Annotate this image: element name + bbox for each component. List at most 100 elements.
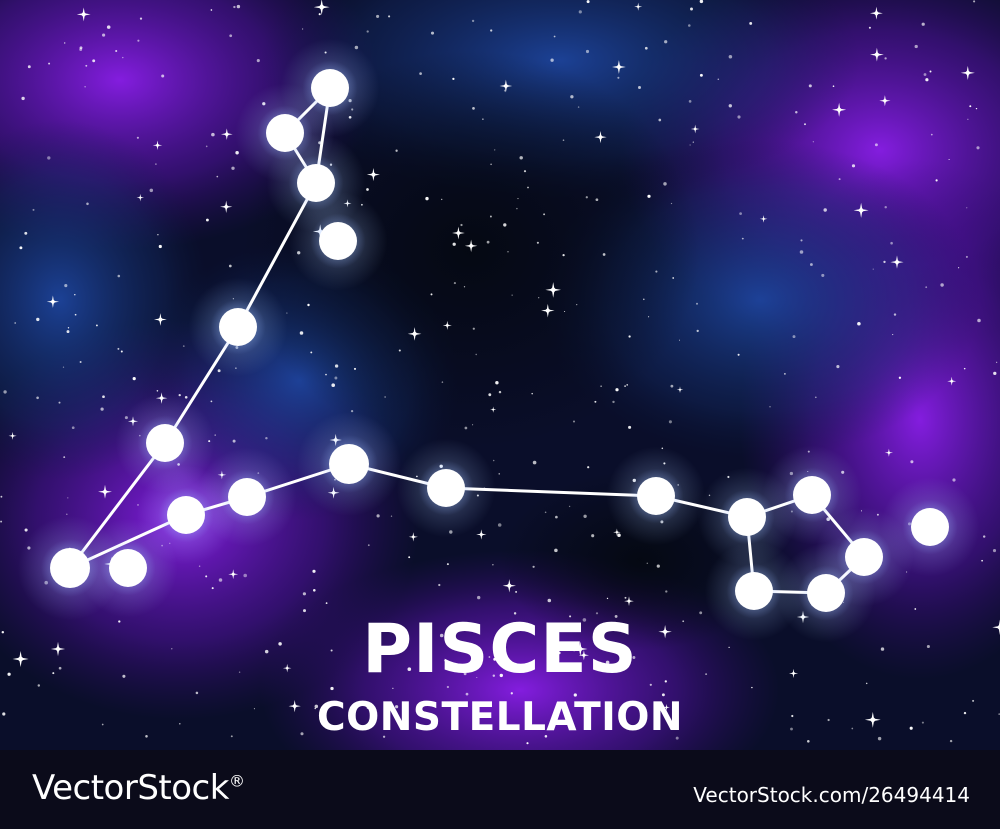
background-star <box>649 683 652 686</box>
background-star <box>395 149 398 152</box>
background-star <box>851 727 854 730</box>
constellation-star <box>320 435 378 493</box>
background-star <box>446 563 449 566</box>
background-star <box>229 34 233 38</box>
background-star <box>384 396 386 398</box>
background-star <box>24 231 28 235</box>
background-star <box>216 175 219 178</box>
background-star <box>136 136 139 139</box>
background-star <box>577 106 580 108</box>
background-star <box>137 39 140 42</box>
twinkle-star <box>366 168 380 182</box>
background-star <box>465 692 469 696</box>
background-star <box>92 59 96 63</box>
background-star <box>688 24 691 27</box>
background-star <box>595 198 599 202</box>
background-star <box>7 672 11 676</box>
background-star <box>58 666 62 670</box>
background-star <box>36 317 40 322</box>
background-star <box>325 373 327 376</box>
constellation-star <box>418 460 474 516</box>
background-star <box>211 587 214 590</box>
background-star <box>564 310 566 313</box>
background-star <box>880 647 885 651</box>
background-star <box>156 390 159 392</box>
background-star <box>235 151 239 155</box>
background-star <box>476 676 478 679</box>
background-star <box>85 64 88 67</box>
background-star <box>728 646 730 649</box>
background-star <box>606 597 609 600</box>
background-star <box>624 596 627 599</box>
background-star <box>940 283 944 287</box>
background-star <box>688 100 692 103</box>
twinkle-star <box>870 47 884 62</box>
night-sky <box>0 0 1000 750</box>
background-star <box>568 505 571 508</box>
watermark-footer: VectorStock® VectorStock.com/26494414 <box>0 750 1000 829</box>
twinkle-star <box>152 140 163 151</box>
twinkle-star <box>663 703 670 711</box>
background-star <box>664 680 667 683</box>
constellation-star <box>210 299 266 355</box>
background-star <box>527 186 529 189</box>
background-star <box>969 105 972 108</box>
background-star <box>486 240 490 244</box>
twinkle-star <box>634 2 643 11</box>
background-star <box>585 196 588 199</box>
background-star <box>614 614 618 618</box>
background-star <box>877 736 882 741</box>
background-star <box>874 143 878 147</box>
background-star <box>791 714 794 718</box>
background-star <box>526 742 529 745</box>
background-star <box>741 237 744 240</box>
background-star <box>689 144 691 146</box>
background-stars <box>0 0 1000 745</box>
background-star <box>310 351 313 354</box>
background-star <box>488 393 492 397</box>
background-star <box>624 385 626 387</box>
constellation-stars <box>41 60 958 621</box>
background-star <box>993 371 997 376</box>
background-star <box>63 42 66 44</box>
background-star <box>367 544 370 547</box>
background-star <box>100 407 104 411</box>
background-star <box>497 523 502 527</box>
background-star <box>407 667 412 671</box>
background-star <box>452 242 456 246</box>
background-star <box>67 327 70 329</box>
background-star <box>983 535 986 538</box>
background-star <box>299 331 304 335</box>
background-star <box>728 55 733 59</box>
constellation-star <box>784 467 840 523</box>
twinkle-star <box>76 7 91 22</box>
background-star <box>230 735 233 738</box>
twinkle-star <box>452 226 465 240</box>
twinkle-star <box>408 532 418 542</box>
twinkle-star <box>676 386 684 393</box>
background-star <box>19 246 23 250</box>
background-star <box>595 612 599 615</box>
background-star <box>118 620 121 623</box>
background-star <box>307 303 310 307</box>
background-star <box>376 514 380 518</box>
background-star <box>453 282 456 285</box>
background-star <box>996 361 998 363</box>
background-star <box>591 534 595 538</box>
background-star <box>626 384 629 386</box>
background-star <box>586 715 588 718</box>
background-star <box>122 56 124 59</box>
background-star <box>493 657 497 661</box>
background-star <box>303 609 306 613</box>
background-star <box>231 166 235 170</box>
background-star <box>218 578 223 582</box>
background-star <box>562 253 565 257</box>
background-star <box>536 241 539 244</box>
background-star <box>795 111 798 114</box>
background-star <box>441 381 444 383</box>
constellation-star <box>219 469 275 525</box>
background-star <box>690 7 693 11</box>
background-star <box>182 345 185 347</box>
background-star <box>804 123 806 126</box>
background-star <box>632 656 636 659</box>
